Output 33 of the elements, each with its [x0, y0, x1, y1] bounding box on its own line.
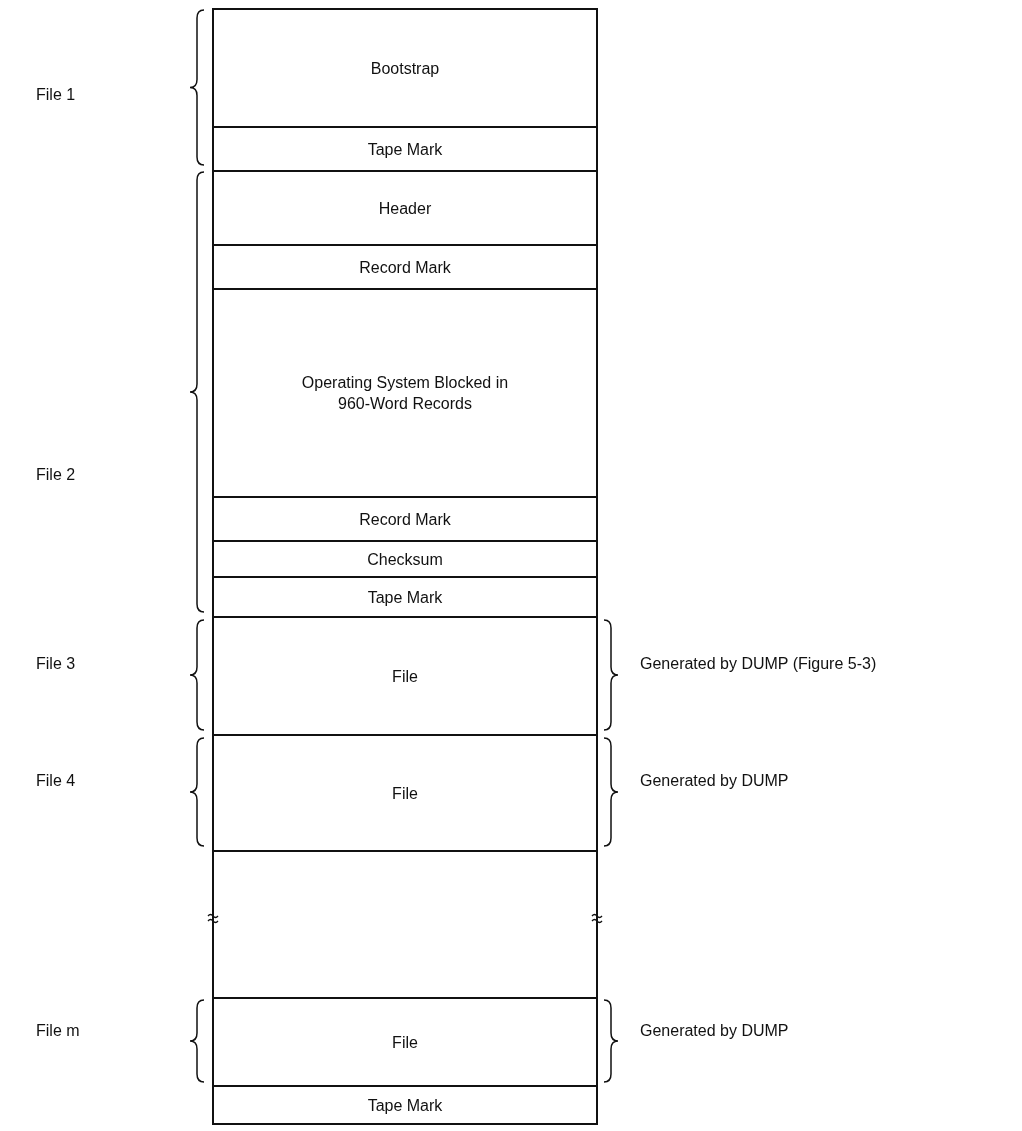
segment-label: Bootstrap [370, 58, 440, 79]
file-number-label: File 3 [36, 655, 76, 673]
tape-segment [212, 576, 598, 618]
note-text: Generated by DUMP [640, 772, 789, 790]
file-number-label: File m [36, 1022, 80, 1040]
tape-segment [212, 170, 598, 246]
note-text: Generated by DUMP [640, 1022, 789, 1040]
segment-label: Record Mark [359, 509, 451, 530]
tape-segment [212, 496, 598, 542]
tape-segment [212, 8, 598, 128]
segment-label: Tape Mark [367, 587, 443, 608]
segment-label: Tape Mark [367, 139, 443, 160]
file-number-label: File 2 [36, 466, 76, 484]
blank-tape-segment [212, 850, 598, 999]
file-number-label: File 4 [36, 772, 76, 790]
note-text: Generated by DUMP (Figure 5-3) [640, 655, 877, 673]
segment-label: File [392, 1032, 418, 1053]
tape-segment [212, 616, 598, 736]
tape-segment [212, 288, 598, 498]
tape-segment [212, 540, 598, 578]
segment-label: Checksum [367, 549, 443, 570]
segment-label: File [392, 783, 418, 804]
segment-label: File [392, 666, 418, 687]
tape-segment [212, 734, 598, 852]
segment-label: Operating System Blocked in 960-Word Records [300, 373, 510, 414]
tape-segment [212, 1085, 598, 1125]
tape-segment [212, 997, 598, 1087]
segment-label: Tape Mark [367, 1095, 443, 1116]
tape-segment [212, 126, 598, 172]
file-number-label: File 1 [36, 86, 76, 104]
segment-label: Record Mark [359, 257, 451, 278]
tape-segment [212, 244, 598, 290]
segment-label: Header [378, 198, 432, 219]
